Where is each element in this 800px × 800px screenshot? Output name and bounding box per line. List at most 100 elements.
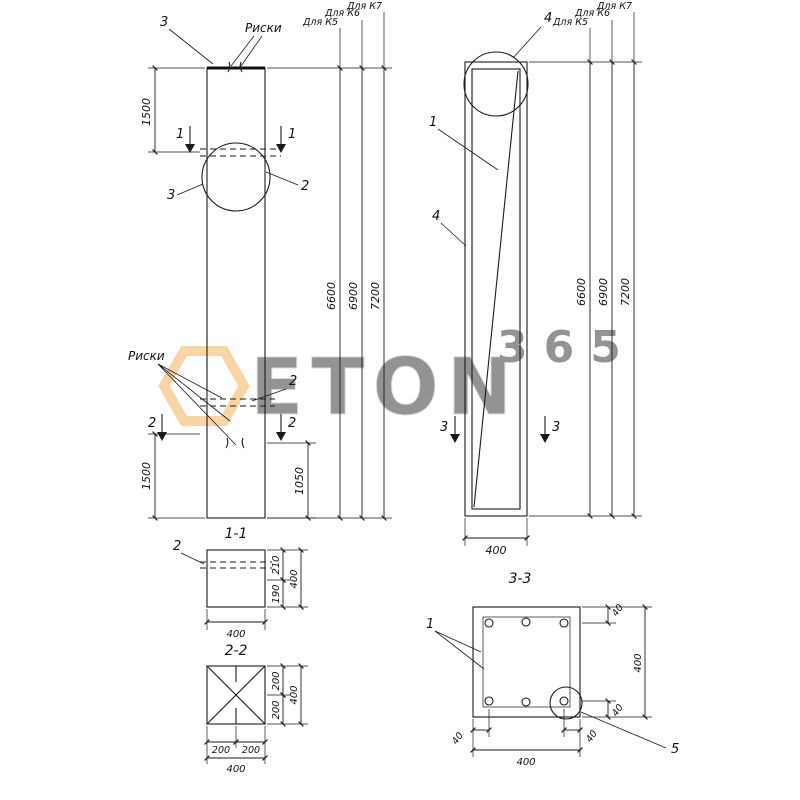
dim-6600-value: 6600 xyxy=(325,282,338,310)
callout-risk-line-leader xyxy=(251,388,287,402)
section33-stirrup xyxy=(482,616,571,708)
dim-40-corner-value: 40 xyxy=(584,728,600,744)
detail-callout-right-leader xyxy=(265,171,299,186)
section33-callout-1-leaders xyxy=(434,630,485,670)
sec3-left-label: 3 xyxy=(440,420,448,435)
reinforcement-diagonal xyxy=(473,70,519,508)
section11-callout-leader xyxy=(180,552,205,565)
sec1-left-label: 1 xyxy=(176,127,184,142)
section33-dims: 40 40 400 40 40 400 xyxy=(450,602,652,768)
right-bottom-dim-400: 400 xyxy=(462,518,530,557)
hdr-k7-left: Для К7 xyxy=(346,1,382,12)
dim-400-b-value: 400 xyxy=(226,764,245,775)
section33-rebar xyxy=(484,617,569,707)
section22-title: 2-2 xyxy=(225,643,248,659)
watermark: ETON 365 xyxy=(158,322,637,434)
dim-400-overall-value: 400 xyxy=(633,653,644,672)
callout-4-top-label: 4 xyxy=(544,11,552,26)
watermark-hexagon-notch xyxy=(186,367,222,405)
detail-callout-left-leader xyxy=(176,183,204,196)
dim-40-bottom-value: 40 xyxy=(610,702,626,718)
callout-risk-line-label: 2 xyxy=(289,374,297,389)
right-dim-400-value: 400 xyxy=(486,544,507,557)
dim-1050-value: 1050 xyxy=(293,467,306,495)
pile-inner-outline xyxy=(471,68,521,510)
dim-400-right-value: 400 xyxy=(289,569,300,588)
right-dim-6900-value: 6900 xyxy=(597,278,610,306)
detail-callout-left-label: 3 xyxy=(167,188,175,203)
dim-1500-bottom: 1500 xyxy=(140,431,205,521)
section11-title: 1-1 xyxy=(225,526,248,542)
callout-plate-label: 3 xyxy=(160,15,168,30)
section11-outline xyxy=(206,549,266,608)
right-dim-6600-value: 6600 xyxy=(575,278,588,306)
section-2-2: 2-2 200 200 400 200 200 400 xyxy=(204,643,308,775)
detail-circle-mid xyxy=(201,142,271,212)
riski-top-label: Риски xyxy=(245,21,282,35)
section-cut-3: 3 3 xyxy=(440,416,560,443)
sec2-right-label: 2 xyxy=(288,416,296,431)
right-overall-dims: 6600 6900 7200 Для К5 Для К6 Для К7 xyxy=(529,1,642,519)
dim-200-r2-value: 200 xyxy=(271,700,282,719)
callout-plate-leader xyxy=(168,28,214,65)
right-dim-7200-value: 7200 xyxy=(619,278,632,306)
hdr-k7-right: Для К7 xyxy=(596,1,632,12)
section33-callout-5-leader xyxy=(580,711,667,749)
dim-1500-top-value: 1500 xyxy=(140,98,153,126)
section22-dims: 200 200 400 200 200 400 xyxy=(204,663,308,775)
callout-4-side-label: 4 xyxy=(432,209,440,224)
detail-circle-rebar xyxy=(549,686,583,720)
watermark-hexagon-logo xyxy=(158,346,250,426)
section-cut-1: 1 1 xyxy=(176,126,296,153)
dim-200-r1-value: 200 xyxy=(271,671,282,690)
hdr-k6-left: Для К6 xyxy=(324,8,360,19)
dim-400-bottom33-value: 400 xyxy=(516,757,535,768)
sec3-right-label: 3 xyxy=(552,420,560,435)
riski-bottom-label: Риски xyxy=(128,349,165,363)
detail-circle-top xyxy=(463,51,529,117)
pile-outer-outline xyxy=(464,61,528,517)
dim-400-r-value: 400 xyxy=(289,685,300,704)
dim-200-b2-value: 200 xyxy=(242,745,260,756)
callout-4-top-leader xyxy=(512,26,542,59)
section-1-1: 1-1 2 210 190 400 400 xyxy=(173,526,308,640)
dim-40-left-value: 40 xyxy=(450,730,466,746)
section11-dims: 210 190 400 400 xyxy=(204,547,308,640)
right-elevation: 4 1 4 3 3 400 6600 xyxy=(429,1,642,557)
riski-top-leaders xyxy=(230,35,263,67)
section33-title: 3-3 xyxy=(509,571,532,587)
callout-1-label: 1 xyxy=(429,115,437,130)
sec2-left-label: 2 xyxy=(148,416,156,431)
hdr-k5-left: Для К5 xyxy=(302,17,338,28)
risk-lines-1500 xyxy=(200,148,281,157)
dim-7200-value: 7200 xyxy=(369,282,382,310)
left-elevation: 3 Риски 1500 1 1 xyxy=(128,1,392,521)
section33-callout-5-label: 5 xyxy=(671,742,679,757)
dim-1050: 1050 xyxy=(267,440,316,521)
column-body xyxy=(206,67,266,519)
left-overall-dims: 6600 6900 7200 Для К5 Для К6 Для К7 xyxy=(267,1,392,521)
dim-40-top-value: 40 xyxy=(610,602,626,618)
watermark-number: 365 xyxy=(497,322,637,373)
riski-bottom-leaders xyxy=(157,363,237,446)
sec1-right-label: 1 xyxy=(288,127,296,142)
hdr-k6-right: Для К6 xyxy=(574,8,610,19)
detail-callout-right-label: 2 xyxy=(301,179,309,194)
watermark-logo-text: ETON xyxy=(250,343,520,433)
dim-190-value: 190 xyxy=(271,584,282,603)
dim-1500-top: 1500 xyxy=(140,65,205,155)
section-3-3: 3-3 1 5 40 40 400 xyxy=(426,571,679,768)
dim-6900-value: 6900 xyxy=(347,282,360,310)
dim-210-value: 210 xyxy=(271,555,282,574)
callout-1-leader xyxy=(437,128,499,171)
hdr-k5-right: Для К5 xyxy=(552,17,588,28)
section33-outline xyxy=(472,606,581,718)
dim-1500-bottom-value: 1500 xyxy=(140,462,153,490)
section11-callout-label: 2 xyxy=(173,539,181,554)
dim-200-b1-value: 200 xyxy=(212,745,230,756)
section33-callout-1-label: 1 xyxy=(426,617,434,632)
dim-400-bottom-value: 400 xyxy=(226,629,245,640)
section22-chamfer-pattern xyxy=(206,665,266,725)
